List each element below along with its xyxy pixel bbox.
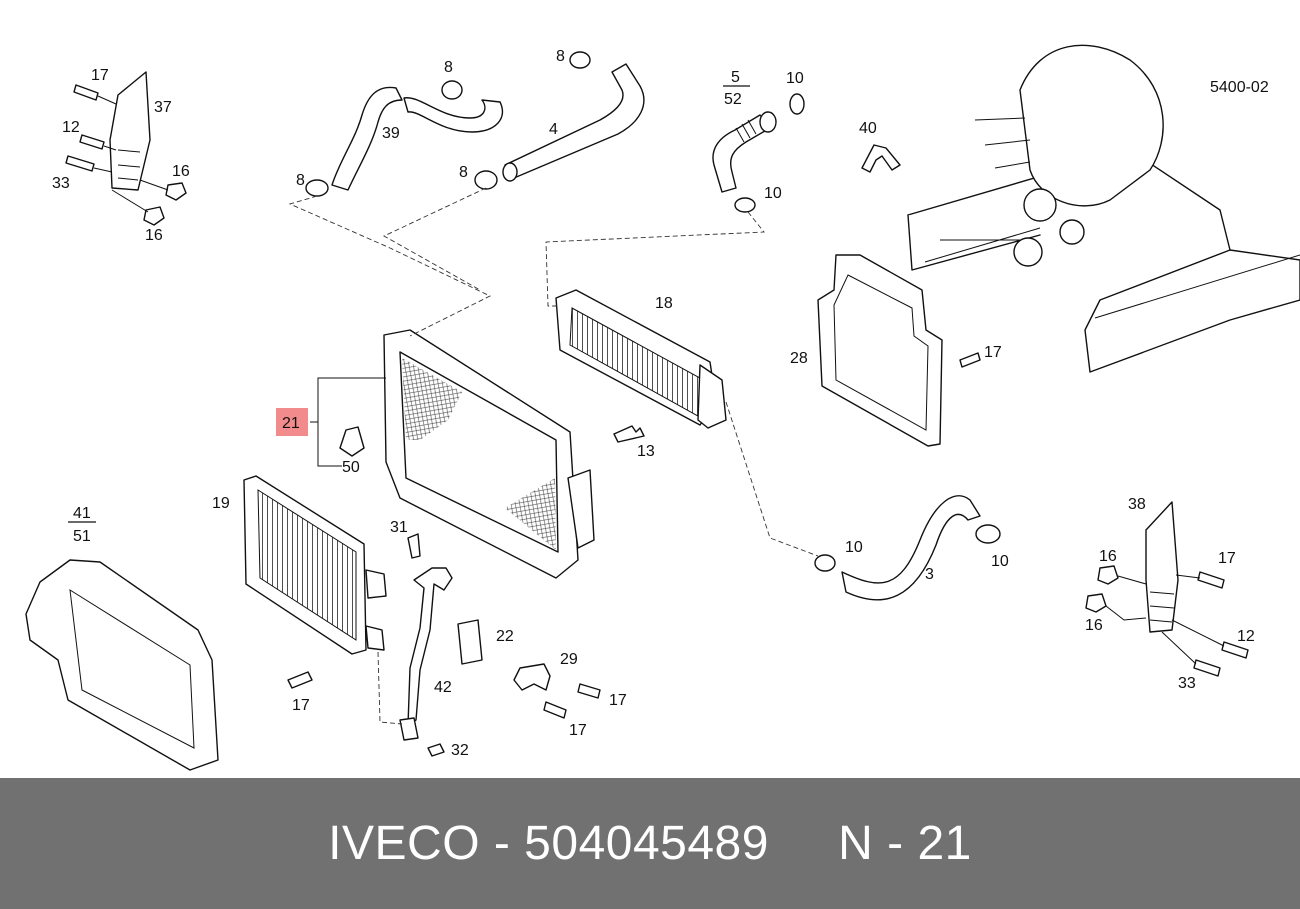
callout-label: 17 xyxy=(609,692,627,709)
callout-label: 33 xyxy=(52,175,70,192)
callout-label: 29 xyxy=(560,651,578,668)
callout-label: 32 xyxy=(451,742,469,759)
pipe-5-assembly xyxy=(712,93,805,213)
callout-label: 8 xyxy=(556,48,565,65)
callout-label: 16 xyxy=(1085,617,1103,634)
callout-label: 8 xyxy=(296,172,305,189)
callout-label: 10 xyxy=(845,539,863,556)
callout-label: 17 xyxy=(984,344,1002,361)
callout-21-highlight xyxy=(276,408,308,436)
callout-label: 8 xyxy=(459,164,468,181)
callout-label: 5 xyxy=(731,69,740,86)
callout-label: 16 xyxy=(172,163,190,180)
callout-label: 40 xyxy=(859,120,877,137)
callout-label: 52 xyxy=(724,91,742,108)
callout-label: 16 xyxy=(1099,548,1117,565)
callout-label: 4 xyxy=(549,121,558,138)
engine-block xyxy=(907,44,1300,373)
callout-label: 12 xyxy=(1237,628,1255,645)
leader-lines xyxy=(288,187,819,725)
lower-shroud-41 xyxy=(25,559,219,771)
callout-label: 10 xyxy=(786,70,804,87)
fan-shroud-28 xyxy=(817,254,981,447)
callout-label: 3 xyxy=(925,566,934,583)
part-number-caption: IVECO - 504045489 N - 21 xyxy=(328,817,972,870)
callout-label: 51 xyxy=(73,528,91,545)
intercooler-18 xyxy=(555,289,727,429)
callout-label: 8 xyxy=(444,59,453,76)
callout-label: 13 xyxy=(637,443,655,460)
callout-21-label: 21 xyxy=(282,415,300,432)
callout-label: 28 xyxy=(790,350,808,367)
screw-13 xyxy=(613,425,645,443)
bracket-38-assembly xyxy=(1085,501,1249,677)
callout-label: 18 xyxy=(655,295,673,312)
callout-label: 16 xyxy=(145,227,163,244)
callout-label: 17 xyxy=(91,67,109,84)
callout-label: 17 xyxy=(1218,550,1236,567)
clip-40 xyxy=(861,144,901,173)
parts-diagram: 5400-02 17 37 12 33 16 16 8 39 8 8 4 8 5… xyxy=(25,44,1300,771)
callout-label: 31 xyxy=(390,519,408,536)
exploded-view-drawing: 5400-02 17 37 12 33 16 16 8 39 8 8 4 8 5… xyxy=(25,44,1300,771)
callout-label: 22 xyxy=(496,628,514,645)
callout-label: 39 xyxy=(382,125,400,142)
footer-banner: IVECO - 504045489 N - 21 xyxy=(0,778,1300,909)
diagram-code: 5400-02 xyxy=(1210,79,1269,96)
hose-39-assembly xyxy=(305,80,504,197)
callout-21-bracket xyxy=(310,377,386,467)
callout-label: 17 xyxy=(292,697,310,714)
callout-label: 38 xyxy=(1128,496,1146,513)
callout-label: 50 xyxy=(342,459,360,476)
bracket-37-assembly xyxy=(65,71,187,226)
hose-4-assembly xyxy=(502,51,645,182)
condenser-19 xyxy=(243,475,387,655)
callout-label: 12 xyxy=(62,119,80,136)
callout-label: 42 xyxy=(434,679,452,696)
callout-label: 41 xyxy=(73,505,91,522)
hose-3-assembly xyxy=(814,495,1001,601)
callout-label: 10 xyxy=(764,185,782,202)
callout-label: 17 xyxy=(569,722,587,739)
callout-label: 19 xyxy=(212,495,230,512)
radiator-21 xyxy=(339,329,595,579)
callout-label: 37 xyxy=(154,99,172,116)
ac-pipe-42-assembly xyxy=(287,533,483,757)
callout-label: 33 xyxy=(1178,675,1196,692)
clip-29-assembly xyxy=(513,663,601,719)
callout-label: 10 xyxy=(991,553,1009,570)
